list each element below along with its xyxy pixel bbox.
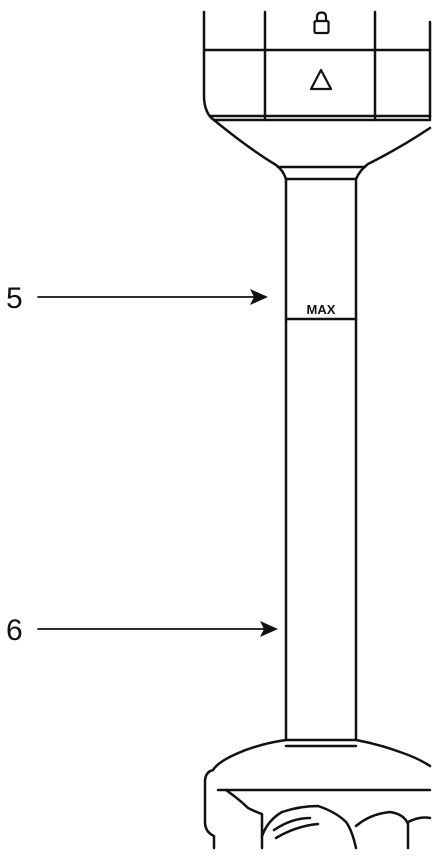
motor-unit-housing [202, 10, 432, 122]
shaft-coupling [212, 118, 432, 181]
max-label: MAX [307, 302, 336, 317]
callout-number-5: 5 [6, 282, 23, 315]
triangle-icon [309, 68, 333, 91]
callout-arrowhead-6 [260, 621, 278, 637]
lock-icon [313, 11, 330, 35]
blending-shaft [284, 177, 358, 742]
blade-guard [203, 738, 432, 850]
callout-arrowhead-5 [250, 289, 268, 305]
callout-number-6: 6 [6, 614, 23, 647]
